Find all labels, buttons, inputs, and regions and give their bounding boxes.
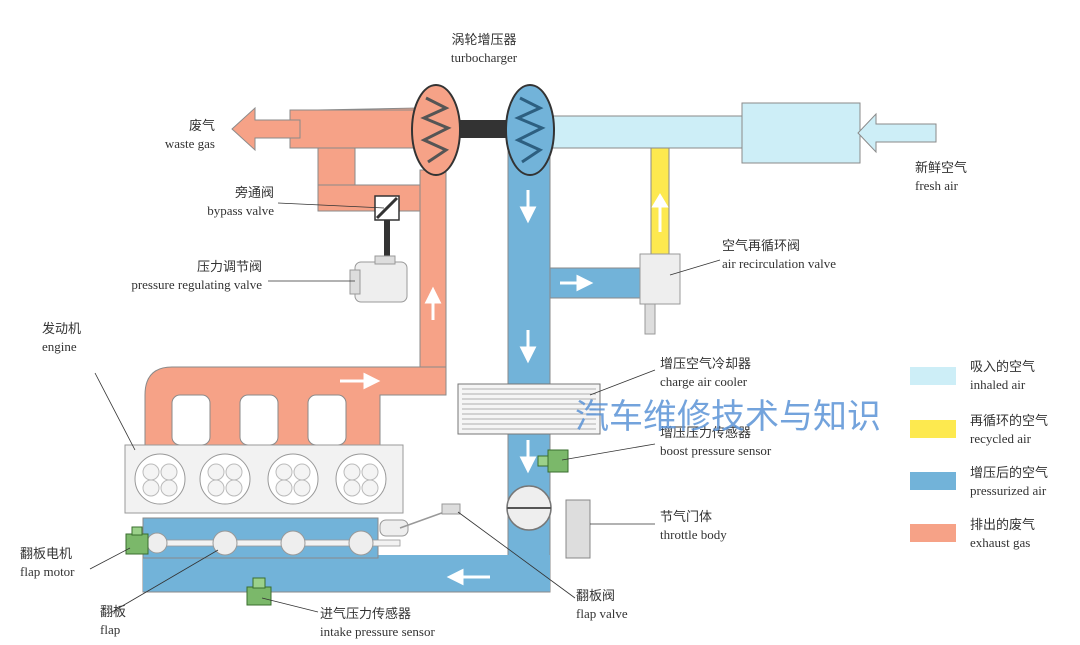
label-fresh-air-en: fresh air	[915, 178, 959, 193]
label-flap-valve-en: flap valve	[576, 606, 628, 621]
fresh-air-arrow	[857, 112, 937, 154]
label-bps-zh: 增压压力传感器	[660, 425, 751, 441]
label-throttle-zh: 节气门体	[660, 509, 712, 525]
throttle-body	[506, 485, 591, 559]
legend-label-inhaled-en: inhaled air	[970, 377, 1026, 392]
legend-swatch-pressurized	[910, 472, 956, 490]
legend-label-recycled-zh: 再循环的空气	[970, 413, 1048, 429]
engine-cylinder	[267, 453, 319, 505]
label-ips-en: intake pressure sensor	[320, 624, 435, 639]
label-bps-en: boost pressure sensor	[660, 443, 772, 458]
label-cac-zh: 增压空气冷却器	[660, 356, 751, 372]
label-bypass-valve-zh: 旁通阀	[235, 185, 274, 201]
legend: 吸入的空气 inhaled air 再循环的空气 recycled air 增压…	[910, 359, 1048, 550]
legend-label-exhaust-zh: 排出的废气	[970, 517, 1035, 533]
label-flap-motor-en: flap motor	[20, 564, 75, 579]
legend-swatch-exhaust	[910, 524, 956, 542]
charge-air-cooler	[457, 383, 601, 435]
compressor-wheel	[505, 84, 555, 176]
turbocharger	[411, 84, 555, 176]
legend-swatch-inhaled	[910, 367, 956, 385]
leader-lines	[89, 202, 721, 613]
legend-label-recycled-en: recycled air	[970, 431, 1032, 446]
turbine-wheel	[411, 84, 461, 176]
label-cac-en: charge air cooler	[660, 374, 748, 389]
turbo-shaft	[455, 120, 515, 138]
label-throttle-en: throttle body	[660, 527, 727, 542]
watermark-text: 汽车维修技术与知识	[575, 397, 881, 437]
label-ips-zh: 进气压力传感器	[320, 606, 411, 622]
flap-motor	[125, 526, 149, 555]
legend-label-pressurized-zh: 增压后的空气	[970, 465, 1048, 481]
label-prv-zh: 压力调节阀	[197, 260, 262, 275]
label-fresh-air-zh: 新鲜空气	[915, 160, 967, 176]
label-arv-zh: 空气再循环阀	[722, 238, 800, 254]
intake-pressure-sensor	[246, 577, 272, 606]
legend-label-exhaust-en: exhaust gas	[970, 535, 1030, 550]
boost-pressure-sensor	[537, 449, 569, 473]
bypass-valve	[374, 195, 400, 260]
engine-cylinder	[199, 453, 251, 505]
legend-label-pressurized-en: pressurized air	[970, 483, 1047, 498]
label-turbocharger-zh: 涡轮增压器	[451, 33, 516, 48]
fresh-air-intake	[549, 102, 937, 164]
label-waste-gas-en: waste gas	[165, 136, 215, 151]
label-waste-gas-zh: 废气	[189, 118, 215, 134]
label-flap-zh: 翻板	[100, 605, 126, 620]
pressurized-air-path	[142, 149, 643, 593]
engine-cylinder	[134, 453, 186, 505]
exhaust-path	[144, 106, 447, 446]
label-flap-en: flap	[100, 622, 120, 637]
engine-cylinder	[335, 453, 387, 505]
labels: 涡轮增压器 turbocharger 废气 waste gas 旁通阀 bypa…	[20, 33, 967, 639]
flap-valve-part	[441, 503, 461, 515]
label-bypass-valve-en: bypass valve	[207, 203, 274, 218]
label-engine-en: engine	[42, 339, 77, 354]
waste-gas-arrow	[231, 106, 301, 152]
flap-assembly	[146, 503, 461, 556]
recycled-air-pipe	[650, 147, 670, 255]
label-engine-zh: 发动机	[42, 321, 81, 337]
air-recirculation-valve	[639, 253, 681, 335]
label-flap-valve-zh: 翻板阀	[576, 589, 615, 604]
label-turbocharger-en: turbocharger	[451, 50, 518, 65]
pressure-regulating-valve	[349, 255, 408, 303]
legend-swatch-recycled	[910, 420, 956, 438]
label-flap-motor-zh: 翻板电机	[20, 547, 72, 562]
label-prv-en: pressure regulating valve	[131, 277, 262, 292]
label-arv-en: air recirculation valve	[722, 256, 836, 271]
legend-label-inhaled-zh: 吸入的空气	[970, 359, 1035, 375]
engine	[124, 444, 404, 514]
